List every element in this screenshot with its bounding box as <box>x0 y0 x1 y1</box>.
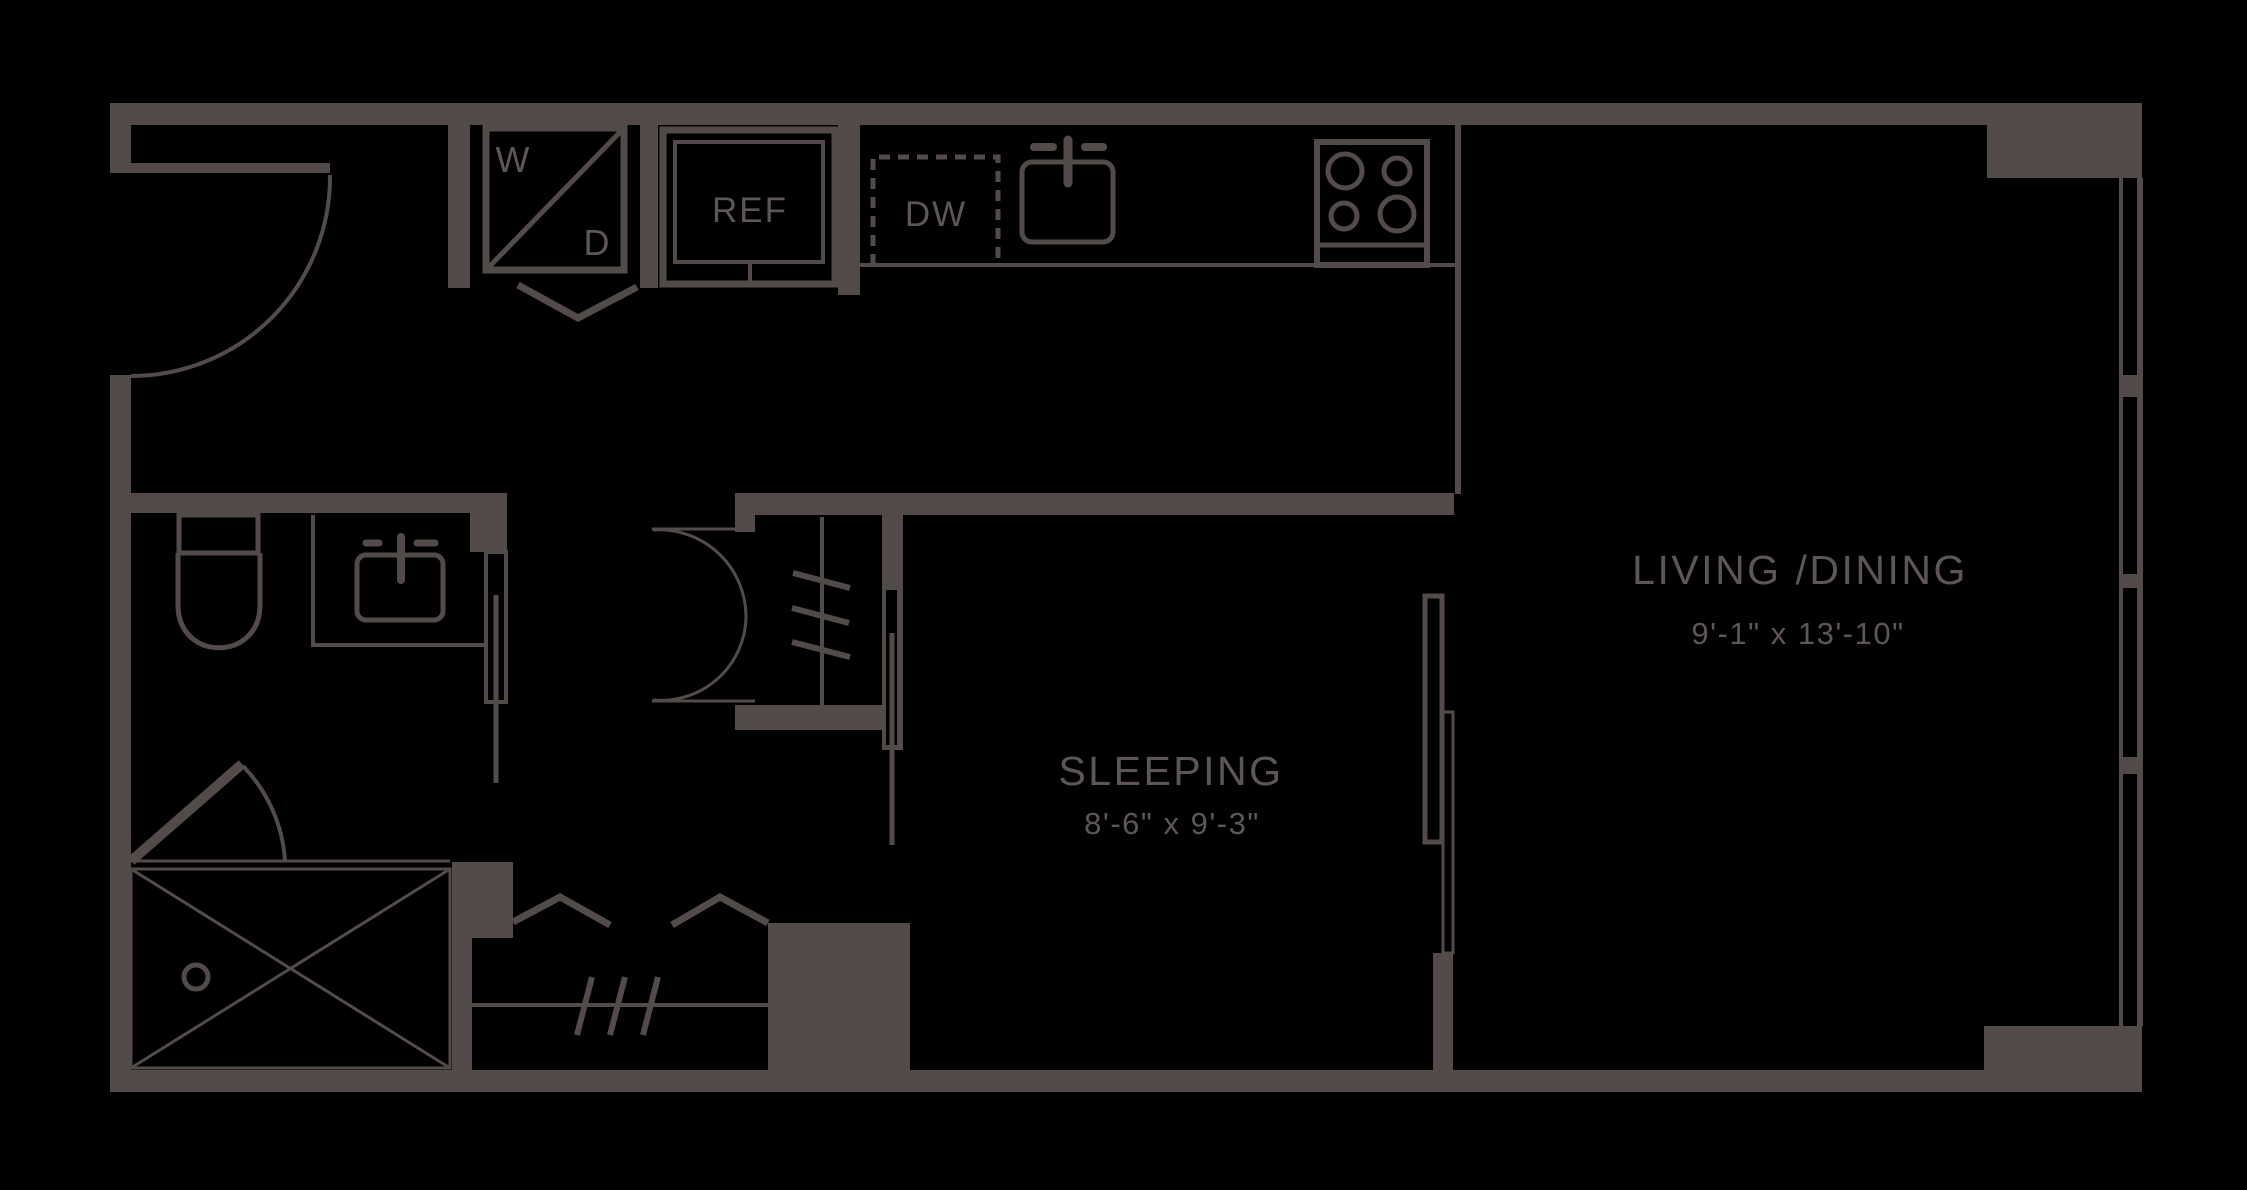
laundry-bifold-door <box>516 281 639 322</box>
burner <box>1325 151 1365 191</box>
window-mullion <box>2119 574 2143 588</box>
stove <box>1314 139 1430 268</box>
washer-dryer-unit <box>482 124 628 274</box>
wall-corner-bottom-right <box>1984 1026 2142 1074</box>
closet-door-swing-arc-top <box>652 528 748 618</box>
wall-left-main <box>110 375 131 1092</box>
exterior-walls <box>110 103 2142 1092</box>
dishwasher-label: DW <box>905 195 967 234</box>
window-outer-line <box>2137 178 2143 1026</box>
kitchen-divider-wall <box>1455 125 1461 494</box>
shower-drain <box>181 962 211 992</box>
fridge-outline <box>659 126 839 288</box>
bedroom-closet-hanger-tick <box>791 639 851 660</box>
bedroom-closet-wall-bottom <box>735 705 882 730</box>
washer-label: W <box>496 139 531 180</box>
bedroom-closet <box>652 493 1454 845</box>
window-inner-line <box>2119 178 2123 1026</box>
laundry-closet: W D <box>448 124 658 322</box>
laundry-wall-right <box>640 125 658 288</box>
dishwasher-outline <box>870 154 1001 265</box>
hall-closet-hanger-tick <box>607 976 628 1036</box>
wall-top <box>110 103 2142 125</box>
hall-closet-bifold-door-left <box>511 893 612 929</box>
stove-outline <box>1314 139 1430 268</box>
toilet-bowl <box>175 553 263 651</box>
sleeping-pocket-door-right <box>1441 710 1455 955</box>
bathroom-pocket-frame <box>470 513 507 552</box>
sleeping-room: SLEEPING 8'-6" x 9'-3" <box>1058 593 1455 1077</box>
sleeping-wall-right-stub <box>1433 953 1453 1077</box>
sleeping-wall-top <box>735 493 1454 515</box>
hall-closet-hanger-tick <box>640 976 661 1036</box>
kitchen-sink <box>1019 135 1116 245</box>
wall-bottom <box>110 1070 2142 1092</box>
hall-closet-wall-left-block <box>452 862 513 938</box>
hall-closet-hanger-tick <box>574 976 595 1036</box>
sleeping-pocket-slot-right <box>1422 593 1445 845</box>
living-dining-label: LIVING /DINING <box>1632 547 1968 593</box>
wall-left-upper <box>110 103 131 173</box>
dryer-label: D <box>584 222 611 263</box>
window-wall <box>2119 178 2143 1026</box>
shower-door-swing-arc <box>241 764 287 862</box>
closet-door-swing-arc-bottom <box>652 616 748 702</box>
burner <box>1377 194 1417 234</box>
burner <box>1328 200 1360 232</box>
bedroom-closet-hanger-tick <box>792 570 851 591</box>
sleeping-room-dimensions: 8'-6" x 9'-3" <box>1084 806 1260 841</box>
refrigerator: REF <box>659 125 860 295</box>
living-dining-dimensions: 9'-1" x 13'-10" <box>1691 616 1904 651</box>
wall-corner-top-right <box>1987 125 2142 178</box>
shower <box>127 760 452 1070</box>
vanity-counter <box>311 515 487 647</box>
window-mullion <box>2119 757 2143 774</box>
hall-closet <box>452 862 910 1077</box>
living-dining-room: LIVING /DINING 9'-1" x 13'-10" <box>1632 547 1968 651</box>
laundry-wall-left <box>448 125 470 288</box>
fridge-wall-right <box>838 125 860 295</box>
hall-closet-wall-right-block <box>768 923 910 1077</box>
shower-door-leaf <box>127 760 246 865</box>
entry-door-swing-arc <box>130 174 333 378</box>
bathroom-wall-top <box>131 493 507 513</box>
entry-door-leaf <box>131 163 330 173</box>
window-mullion <box>2119 375 2143 397</box>
shower-pan <box>129 867 452 1070</box>
bedroom-closet-hanger-tick <box>791 605 850 626</box>
bathroom <box>131 493 508 783</box>
sleeping-room-label: SLEEPING <box>1058 748 1283 794</box>
kitchen: DW <box>860 125 1461 494</box>
shower-x-diagonal <box>130 867 451 1070</box>
entry-door <box>130 163 333 378</box>
toilet-tank <box>176 512 261 556</box>
hall-closet-wall-left <box>452 938 472 1077</box>
fridge-label: REF <box>712 191 788 230</box>
toilet <box>175 512 263 651</box>
vanity <box>311 515 487 647</box>
hall-closet-bifold-door-right <box>670 892 770 929</box>
burner <box>1381 155 1413 187</box>
washer-dryer-diagonal <box>485 127 625 271</box>
